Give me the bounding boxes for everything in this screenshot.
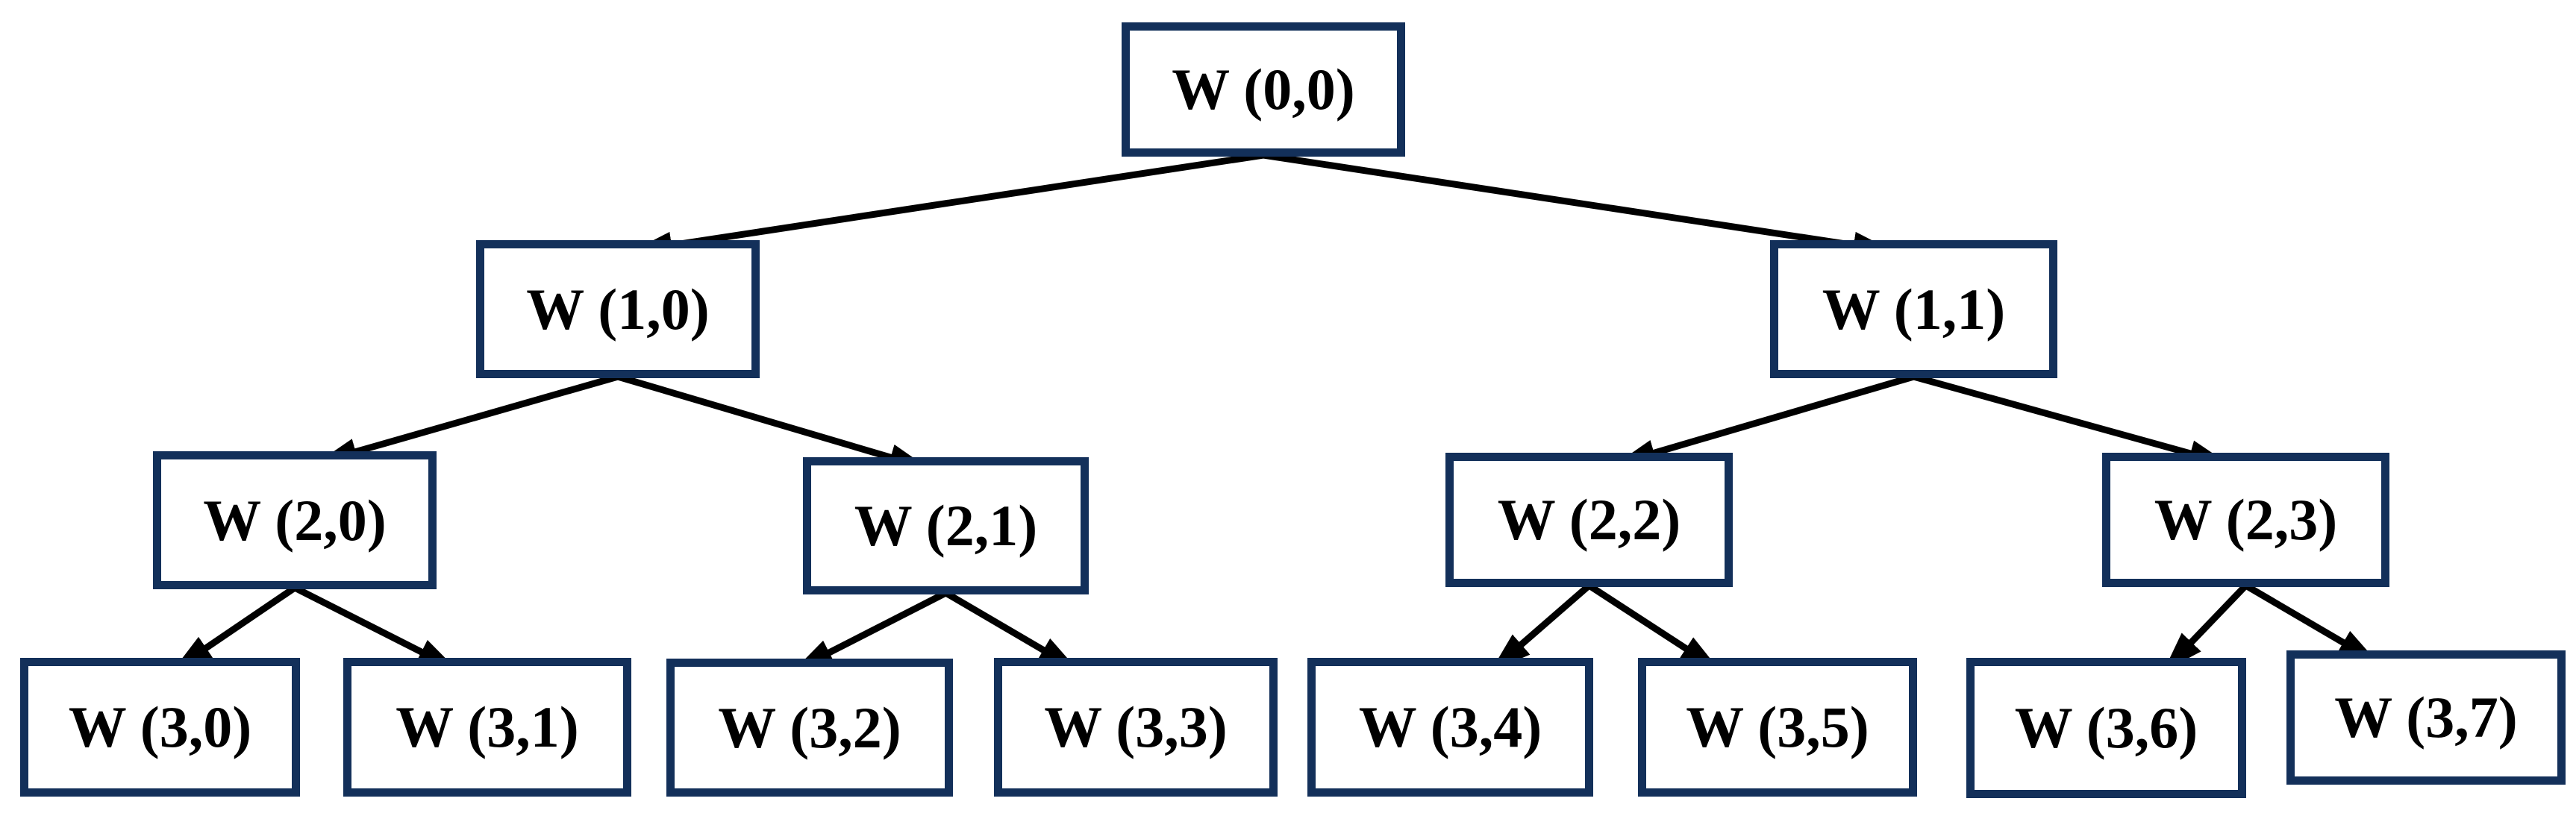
tree-node-w37: W (3,7) — [2286, 650, 2566, 785]
edge-w22-w35 — [1587, 583, 1720, 671]
node-label-w33: W (3,3) — [1044, 694, 1228, 759]
edge-w11-w22 — [1615, 373, 1915, 467]
edge-w20-w30 — [172, 585, 297, 671]
tree-node-w11: W (1,1) — [1770, 240, 2057, 378]
tree-node-w30: W (3,0) — [20, 658, 300, 797]
tree-node-w31: W (3,1) — [343, 658, 631, 797]
edge-w00-w10 — [631, 151, 1264, 259]
node-label-w22: W (2,2) — [1497, 487, 1681, 552]
tree-node-w33: W (3,3) — [994, 658, 1278, 797]
node-label-w00: W (0,0) — [1172, 57, 1355, 122]
node-label-w21: W (2,1) — [854, 493, 1038, 558]
edge-w10-w21 — [616, 373, 930, 471]
tree-node-w23: W (2,3) — [2102, 453, 2389, 587]
tree-node-w21: W (2,1) — [803, 457, 1089, 594]
edge-w11-w23 — [1913, 373, 2230, 467]
edge-w22-w34 — [1490, 583, 1592, 671]
tree-node-w20: W (2,0) — [153, 451, 437, 589]
edge-w23-w37 — [2244, 583, 2378, 664]
tree-node-w32: W (3,2) — [666, 659, 953, 797]
edge-w21-w32 — [793, 589, 948, 673]
edge-w23-w36 — [2163, 583, 2248, 671]
node-label-w30: W (3,0) — [68, 694, 252, 759]
tree-node-w22: W (2,2) — [1445, 453, 1733, 587]
node-label-w32: W (3,2) — [718, 694, 901, 760]
tree-node-w10: W (1,0) — [476, 240, 760, 378]
tree-node-w35: W (3,5) — [1638, 658, 1917, 797]
node-label-w31: W (3,1) — [396, 694, 579, 759]
node-label-w23: W (2,3) — [2154, 487, 2338, 552]
edge-w10-w20 — [316, 373, 619, 465]
node-label-w10: W (1,0) — [526, 276, 710, 342]
edge-w20-w31 — [293, 584, 457, 672]
node-label-w35: W (3,5) — [1686, 694, 1869, 759]
tree-node-w34: W (3,4) — [1307, 658, 1593, 797]
node-label-w36: W (3,6) — [2014, 695, 2198, 760]
node-label-w20: W (2,0) — [203, 487, 387, 553]
node-label-w37: W (3,7) — [2334, 685, 2518, 750]
tree-node-w00: W (0,0) — [1122, 22, 1405, 157]
node-label-w11: W (1,1) — [1822, 276, 2006, 342]
node-label-w34: W (3,4) — [1358, 694, 1542, 759]
edge-w00-w11 — [1263, 151, 1894, 259]
tree-node-w36: W (3,6) — [1966, 658, 2246, 798]
edge-w21-w33 — [944, 590, 1078, 671]
